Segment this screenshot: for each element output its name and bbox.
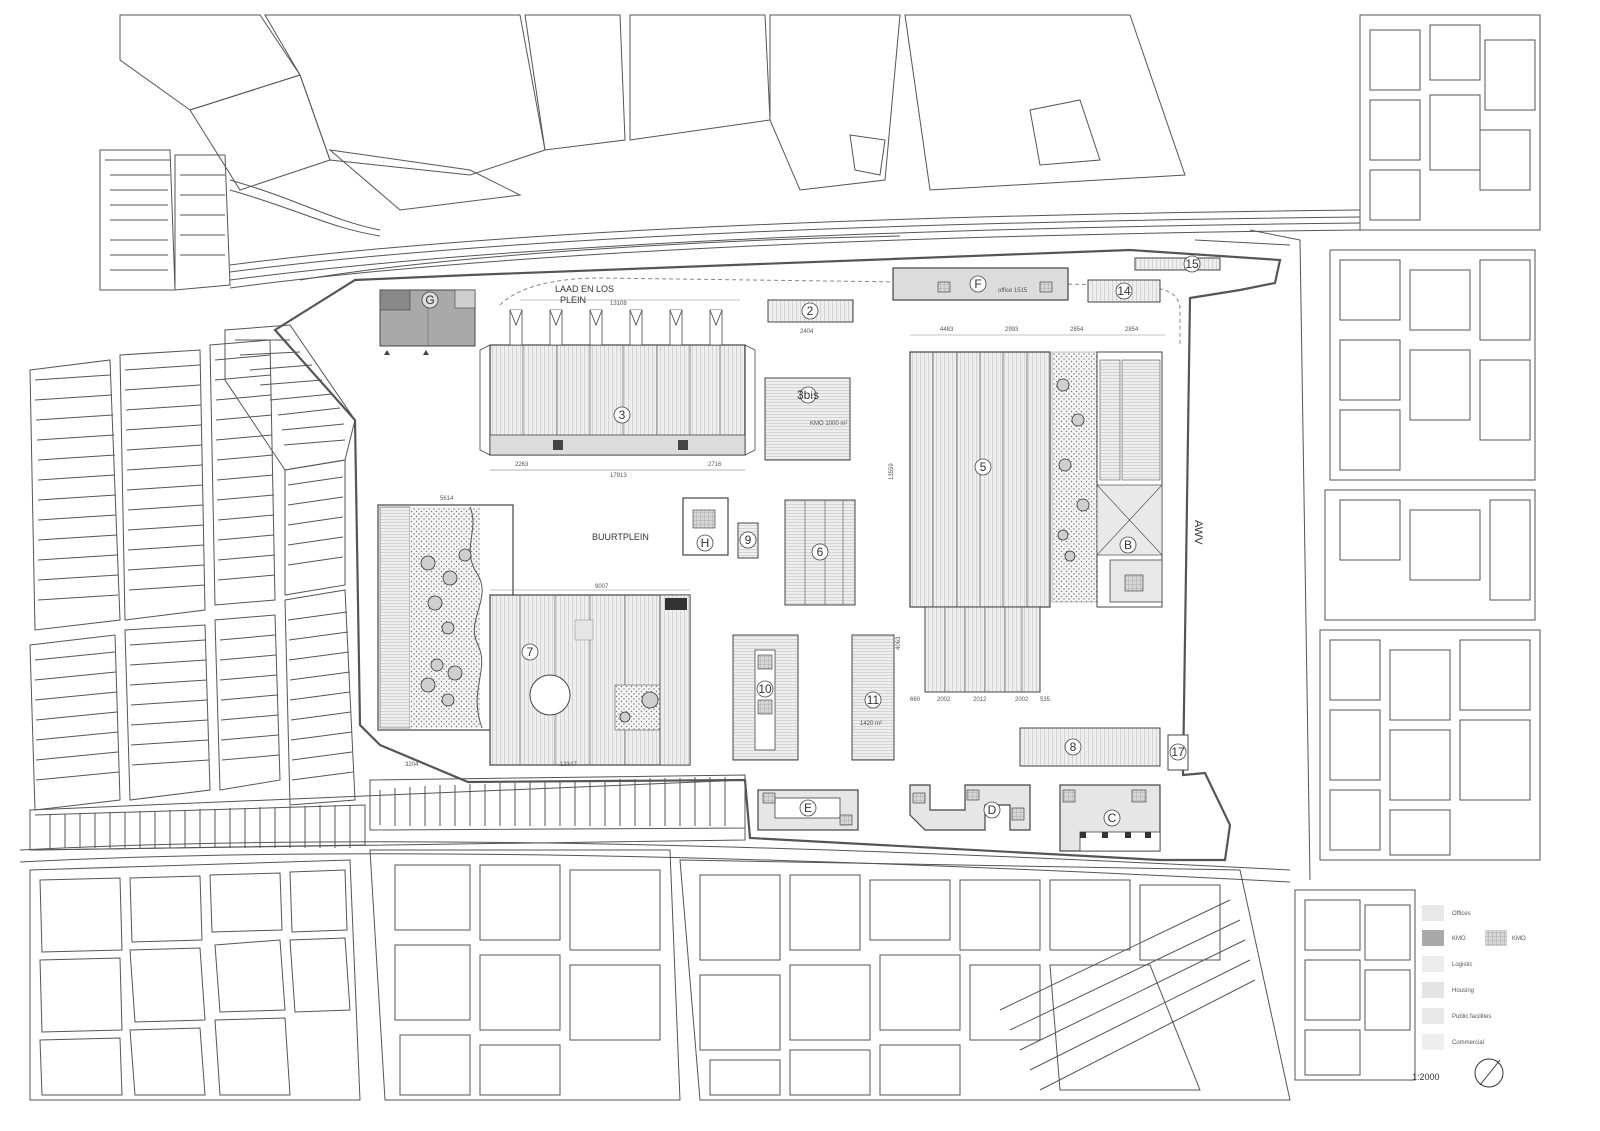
svg-text:Commercial: Commercial — [1452, 1040, 1484, 1046]
legend-item-public-facilities: Public facilities — [1422, 1008, 1491, 1024]
label-17: 17 — [1171, 745, 1185, 759]
dim-2854b: 2854 — [1125, 327, 1139, 333]
label-5: 5 — [980, 460, 987, 474]
courtyard-trees-b — [1051, 351, 1098, 603]
dim-660: 660 — [910, 697, 921, 703]
svg-text:KMO: KMO — [1452, 936, 1466, 942]
label-g: G — [425, 293, 434, 307]
building-6[interactable]: 6 — [784, 499, 856, 606]
building-3bis[interactable]: 3bis KMO 1000 m² — [764, 377, 851, 461]
dim-3204: 3204 — [405, 762, 419, 768]
dim-17913: 17913 — [610, 473, 627, 479]
legend-item-logistic: Logistic — [1422, 956, 1472, 972]
label-8: 8 — [1070, 740, 1077, 754]
label-6: 6 — [817, 545, 824, 559]
svg-text:Offices: Offices — [1452, 911, 1471, 917]
legend-item-kmo: KMO KMO — [1422, 930, 1526, 946]
building-5[interactable]: 5 4483 2993 2854 2854 13559 4063 660 200… — [889, 327, 1165, 703]
label-9: 9 — [745, 533, 752, 547]
building-15[interactable]: 15 — [1134, 255, 1221, 273]
label-14: 14 — [1117, 284, 1131, 298]
awv-label: AWV — [1192, 520, 1204, 545]
building-9[interactable]: 9 — [737, 522, 759, 559]
label-3bis: 3bis — [797, 388, 819, 402]
laad-en-los-plein-line1: LAAD EN LOS — [555, 284, 614, 294]
building-h[interactable]: H — [682, 497, 729, 556]
building-e[interactable]: E — [757, 789, 859, 831]
dim-4483: 4483 — [940, 327, 954, 333]
legend-item-commercial: Commercial — [1422, 1034, 1484, 1050]
building-2[interactable]: 2 2404 — [767, 299, 854, 335]
context-buildings — [29, 14, 1541, 1101]
building-b[interactable]: B — [1096, 351, 1163, 608]
dim-4063: 4063 — [896, 636, 902, 650]
north-arrow-icon — [1474, 1058, 1504, 1088]
building-10[interactable]: 10 — [732, 634, 799, 761]
legend-item-offices: Offices — [1422, 905, 1471, 921]
legend-item-housing: Housing — [1422, 982, 1474, 998]
dim-9007: 9007 — [595, 584, 609, 590]
office-area-f: office 1515 — [998, 288, 1028, 294]
dim-2854a: 2854 — [1070, 327, 1084, 333]
dim-5614: 5614 — [440, 496, 454, 502]
label-h: H — [701, 536, 710, 550]
dim-2002a: 2002 — [937, 697, 951, 703]
railway-tracks — [229, 179, 1361, 289]
label-11: 11 — [867, 693, 880, 707]
svg-text:Logistic: Logistic — [1452, 962, 1472, 968]
laad-en-los-plein-line2: PLEIN — [560, 295, 586, 305]
svg-text:Housing: Housing — [1452, 988, 1474, 994]
label-f: F — [974, 277, 981, 291]
dim-13108: 13108 — [610, 301, 627, 307]
label-b: B — [1124, 538, 1132, 552]
dim-13559: 13559 — [889, 463, 895, 480]
dim-2993: 2993 — [1005, 327, 1019, 333]
label-2: 2 — [807, 304, 814, 318]
building-c[interactable]: C — [1059, 784, 1161, 852]
roads — [19, 229, 1311, 883]
dim-2002b: 2002 — [1015, 697, 1029, 703]
label-7: 7 — [527, 645, 534, 659]
dim-13347: 13347 — [560, 762, 577, 768]
building-g[interactable]: G — [379, 289, 476, 355]
building-d[interactable]: D — [909, 784, 1031, 831]
building-17[interactable]: 17 — [1167, 734, 1189, 771]
building-f[interactable]: F office 1515 — [892, 267, 1069, 301]
legend: Offices KMO KMO Logistic Housing Public … — [1422, 905, 1526, 1050]
dim-535: 535 — [1040, 697, 1051, 703]
label-e: E — [804, 801, 812, 815]
buurtplein-label: BUURTPLEIN — [592, 532, 649, 542]
label-c: C — [1108, 811, 1117, 825]
building-8[interactable]: 8 — [1019, 727, 1161, 767]
dim-2012: 2012 — [973, 697, 987, 703]
svg-text:KMO: KMO — [1512, 936, 1526, 942]
label-d: D — [988, 803, 997, 817]
area-11: 1420 m² — [860, 721, 882, 727]
service-road-dashed — [499, 277, 1181, 345]
dim-2404: 2404 — [800, 329, 814, 335]
building-11[interactable]: 11 1420 m² — [851, 634, 895, 761]
dim-2716: 2716 — [708, 462, 722, 468]
scale-label: 1:2000 — [1412, 1072, 1440, 1082]
building-3[interactable]: 3 17913 2263 2716 13108 — [479, 299, 756, 479]
building-14[interactable]: 14 — [1087, 279, 1161, 303]
dim-2263: 2263 — [515, 462, 529, 468]
kmo-area-3bis: KMO 1000 m² — [810, 421, 847, 427]
site-boundary — [273, 248, 1282, 862]
label-10: 10 — [758, 682, 772, 696]
label-3: 3 — [619, 408, 626, 422]
svg-text:Public facilities: Public facilities — [1452, 1014, 1491, 1020]
label-15: 15 — [1185, 257, 1199, 271]
building-7[interactable]: 7 9007 13347 3204 — [405, 584, 691, 768]
